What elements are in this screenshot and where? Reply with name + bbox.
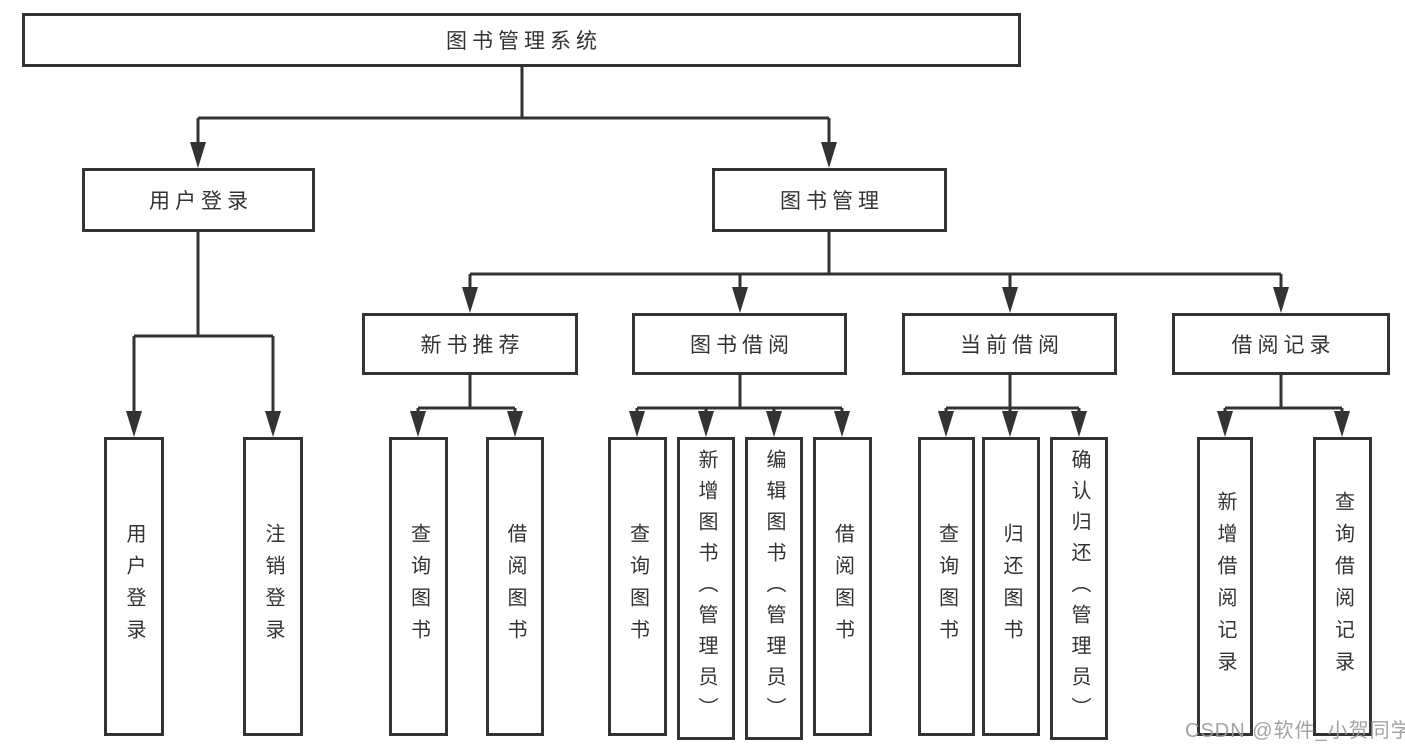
arrowhead — [1002, 287, 1018, 313]
edge-user-login-to-leaves — [126, 232, 281, 437]
arrowhead — [1273, 287, 1289, 313]
arrowhead — [938, 411, 954, 437]
leaf-edit-books-admin: 编辑图书（管理员） — [745, 437, 803, 740]
node-library-system: 图书管理系统 — [22, 13, 1021, 67]
leaf-confirm-return-admin: 确认归还（管理员） — [1050, 437, 1108, 740]
leaf-add-borrow-record: 新增借阅记录 — [1197, 437, 1253, 736]
leaf-borrow-books: 借阅图书 — [813, 437, 872, 736]
leaf-query-books-borrow-label: 查询图书 — [626, 522, 649, 651]
leaf-edit-books-admin-label: 编辑图书（管理员） — [763, 449, 785, 728]
leaf-logout-label: 注销登录 — [262, 522, 284, 651]
watermark: CSDN @软件_小贺同学 — [1185, 720, 1405, 742]
leaf-query-books-current-label: 查询图书 — [935, 522, 958, 651]
arrowhead — [698, 411, 714, 437]
arrowhead — [507, 411, 523, 437]
edge-root-to-level2 — [190, 67, 837, 168]
leaf-query-books-current: 查询图书 — [918, 437, 975, 736]
edge-borrow-records-to-leaves — [1217, 375, 1350, 437]
leaf-return-books-label: 归还图书 — [1000, 522, 1022, 651]
leaf-confirm-return-admin-label: 确认归还（管理员） — [1068, 449, 1090, 728]
leaf-add-borrow-record-label: 新增借阅记录 — [1214, 490, 1236, 683]
edge-book-management-to-level3 — [462, 232, 1289, 313]
node-user-login: 用户登录 — [82, 168, 315, 232]
edge-book-borrow-to-leaves — [629, 375, 850, 437]
leaf-return-books: 归还图书 — [982, 437, 1040, 736]
arrowhead — [190, 142, 206, 168]
arrowhead — [834, 411, 850, 437]
leaf-query-books-recommend-label: 查询图书 — [407, 522, 430, 651]
edge-current-borrow-to-leaves — [938, 375, 1087, 437]
arrowhead — [462, 287, 478, 313]
leaf-borrow-books-recommend-label: 借阅图书 — [504, 522, 526, 651]
arrowhead — [732, 287, 748, 313]
arrowhead — [126, 411, 142, 437]
arrowhead — [1002, 411, 1018, 437]
arrowhead — [821, 142, 837, 168]
leaf-query-books-borrow: 查询图书 — [608, 437, 667, 736]
leaf-logout: 注销登录 — [243, 437, 303, 736]
leaf-user-login-label: 用户登录 — [123, 522, 145, 651]
leaf-borrow-books-label: 借阅图书 — [831, 522, 854, 651]
arrowhead — [1217, 411, 1233, 437]
arrowhead — [629, 411, 645, 437]
leaf-add-books-admin-label: 新增图书（管理员） — [695, 449, 717, 728]
arrowhead — [1071, 411, 1087, 437]
leaf-query-borrow-record: 查询借阅记录 — [1313, 437, 1372, 736]
arrowhead — [410, 411, 426, 437]
leaf-user-login: 用户登录 — [104, 437, 164, 736]
node-new-book-recommend: 新书推荐 — [362, 313, 578, 375]
node-borrow-records: 借阅记录 — [1172, 313, 1390, 375]
arrowhead — [265, 411, 281, 437]
leaf-add-books-admin: 新增图书（管理员） — [677, 437, 735, 740]
node-book-borrow: 图书借阅 — [632, 313, 847, 375]
leaf-query-books-recommend: 查询图书 — [389, 437, 448, 736]
node-current-borrow: 当前借阅 — [902, 313, 1117, 375]
leaf-query-borrow-record-label: 查询借阅记录 — [1331, 490, 1354, 683]
arrowhead — [766, 411, 782, 437]
node-book-management: 图书管理 — [712, 168, 947, 232]
leaf-borrow-books-recommend: 借阅图书 — [486, 437, 544, 736]
arrowhead — [1334, 411, 1350, 437]
edge-new-book-recommend-to-leaves — [410, 375, 523, 437]
